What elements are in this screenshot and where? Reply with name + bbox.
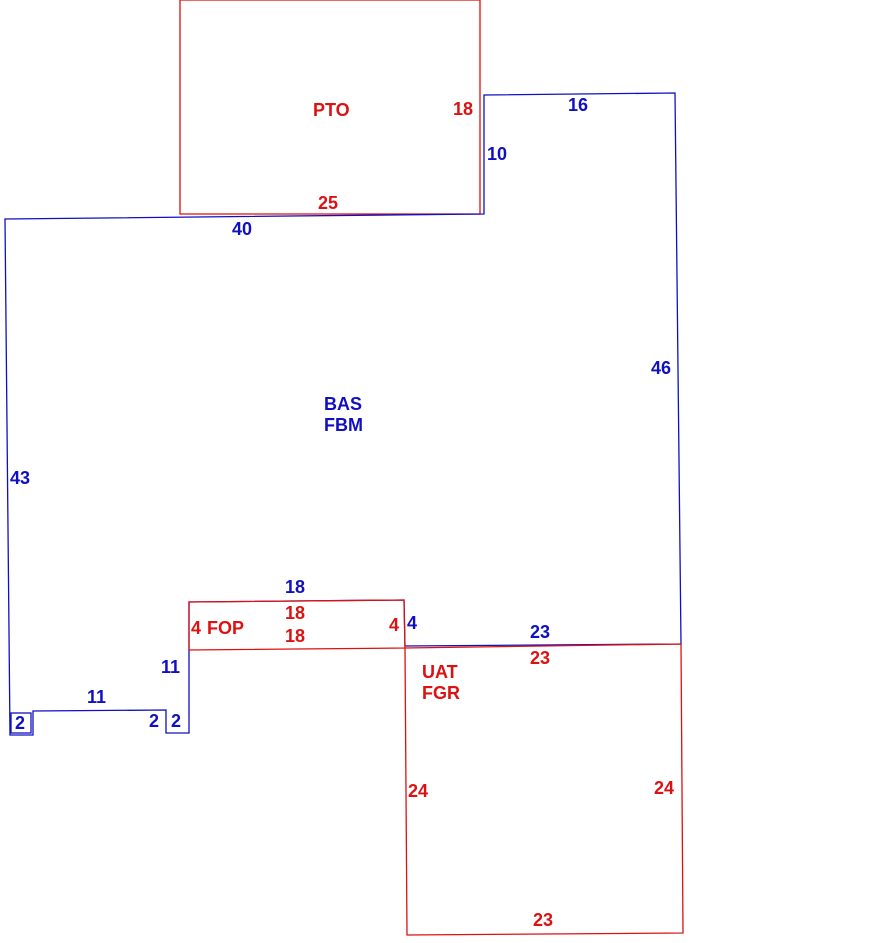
uat-label: UAT xyxy=(422,662,458,682)
dim-bas-notch-small: 2 xyxy=(149,711,159,731)
dim-fop-top: 18 xyxy=(285,603,305,623)
dim-bas-right: 46 xyxy=(651,358,671,378)
dim-uat-right: 24 xyxy=(654,778,674,798)
pto-label: PTO xyxy=(313,100,350,120)
fop-label: FOP xyxy=(207,618,244,638)
dim-pto-right: 18 xyxy=(453,99,473,119)
dim-bas-bottom: 11 xyxy=(87,687,106,707)
bas-label: BAS xyxy=(324,394,362,414)
fbm-label: FBM xyxy=(324,415,363,435)
dim-bas-top-left: 40 xyxy=(232,219,252,239)
dim-bas-garage-top: 23 xyxy=(530,622,550,642)
uat-outline xyxy=(404,643,684,936)
dim-fop-right: 4 xyxy=(389,615,399,635)
dim-bas-notch-side: 11 xyxy=(161,657,180,677)
dim-bas-porch-right: 4 xyxy=(407,613,417,633)
dim-uat-left: 24 xyxy=(408,781,428,801)
dim-fop-left: 4 xyxy=(191,618,201,638)
dim-bas-corner: 2 xyxy=(15,713,25,733)
dim-bas-top-right: 16 xyxy=(568,95,588,115)
fgr-label: FGR xyxy=(422,683,460,703)
dim-bas-step: 10 xyxy=(487,144,507,164)
dim-fop-bottom: 18 xyxy=(285,626,305,646)
dim-uat-top: 23 xyxy=(530,648,550,668)
dim-pto-bottom: 25 xyxy=(318,193,338,213)
bas-corner-box xyxy=(10,712,32,734)
dim-bas-left: 43 xyxy=(10,468,30,488)
bas-outline xyxy=(4,92,682,736)
dim-bas-porch-top: 18 xyxy=(285,577,305,597)
dim-uat-bottom: 23 xyxy=(533,910,553,930)
dim-bas-notch-small-b: 2 xyxy=(171,711,181,731)
